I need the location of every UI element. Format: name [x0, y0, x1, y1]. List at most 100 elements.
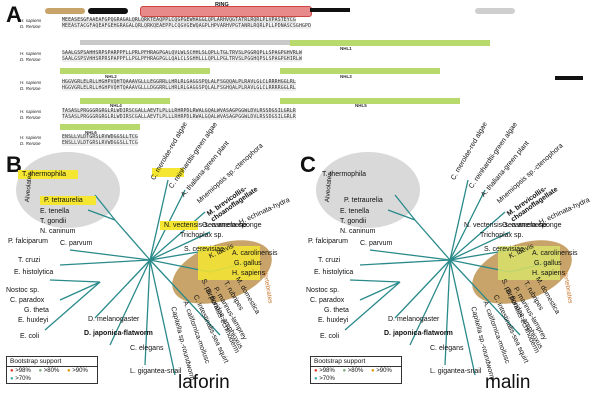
branch [59, 281, 101, 301]
taxon-label: O. carmela-sponge [502, 222, 562, 229]
tree-title-laforin: laforin [178, 372, 230, 393]
highlight-k-laevis [198, 246, 260, 280]
branch [449, 179, 469, 261]
taxon-label: T. gondii [40, 218, 67, 225]
branch [109, 259, 151, 346]
highlight-p-tetraurelia [40, 196, 96, 205]
species-label-1b: D. Rerüoe [20, 24, 41, 29]
branch [69, 249, 151, 261]
branch [149, 179, 169, 261]
alignment-panel: RING H. sapiens D. Rerüoe MEEASESGFAAEAF… [20, 2, 595, 147]
branch [349, 279, 401, 283]
alveolates-region [316, 152, 420, 228]
taxon-label: E. coli [20, 333, 40, 340]
taxon-label: E. coli [320, 333, 340, 340]
grey-bar-1 [475, 8, 515, 14]
nhl5-bar [280, 98, 460, 104]
taxon-label: N. vectensis-sea anemone [164, 222, 247, 229]
nhl6-label: NHL6 [85, 130, 97, 135]
alignment-row-3: H. sapiens D. Rerüoe HGGVGRLELRLLHGHPVQH… [20, 79, 595, 104]
taxon-label: O. carmela-sponge [202, 222, 262, 229]
branch [359, 281, 401, 301]
tree-b-taxa: Alveolates Vertebrates T. thermophila P.… [0, 121, 300, 402]
legend-title: Bootstrap support [311, 357, 401, 367]
taxon-label: E. tenella [40, 208, 70, 215]
taxon-label: A. carolinensis [232, 250, 278, 257]
tree-branches [344, 179, 551, 376]
legend-item-80: ● >80% [38, 368, 60, 374]
sequence-5a: ENSLLVLDTGRSLRVWDGGSLLTCG [62, 135, 138, 140]
alignment-row-5: H. sapiens D. Rerüoe ENSLLVLDTGRSLRVWDGG… [20, 134, 595, 148]
branch [359, 259, 451, 266]
taxon-label: T. cruzi [318, 257, 341, 264]
tree-branches [44, 179, 251, 376]
legend-item-90: ● >90% [66, 368, 88, 374]
taxon-label: D. japonica-flatworm [84, 330, 153, 337]
bootstrap-legend-b: Bootstrap support ● >98% ● >80% ● >90% ●… [6, 356, 98, 384]
sequence-2b: SAALGSPSVHHSRPRSPAPPFLLPGLPFHRAGPGLLQALC… [62, 57, 302, 62]
taxon-label: G. gallus [534, 260, 562, 267]
taxon-label: H. sapiens [532, 270, 566, 277]
branch [344, 281, 401, 331]
taxon-label: P. tetraurelia [344, 197, 383, 204]
taxon-label: T. gondii [340, 218, 367, 225]
taxon-label: T. thermophila [322, 171, 366, 178]
sequence-5b: ENSLLVLDTGRSLRVWDGGSLLTCG [62, 141, 138, 146]
branch [444, 259, 451, 366]
taxon-label: E. histolytica [14, 269, 54, 276]
nhl1-label: NHL1 [340, 46, 352, 51]
species-label-3a: H. sapiens [20, 80, 42, 85]
species-label-2b: D. Rerüoe [20, 57, 41, 62]
legend-title: Bootstrap support [7, 357, 97, 367]
species-label-4a: H. sapiens [20, 109, 42, 114]
branch [94, 259, 151, 319]
branch [44, 281, 101, 331]
ring-label: RING [215, 2, 229, 8]
branch [144, 259, 151, 366]
nhl6-bar [60, 124, 140, 130]
sequence-1a: MEEASESGFAAEAFGPQGRAGALQRLQRKTEAQPPLCQGP… [62, 18, 296, 23]
highlight-n-vectensis [160, 221, 198, 230]
taxon-label: T. cruzi [18, 257, 41, 264]
taxon-label: C. elegans [130, 345, 164, 352]
nhl1-bar [290, 40, 490, 46]
sequence-3a: HGGVGRLELRLLHGHPVQHTQAAAVGLLLEGGRRLLHRLR… [62, 80, 296, 85]
taxon-label: E. huxleyi [18, 317, 49, 324]
taxon-label: N. vectensis-sea anemone [464, 222, 547, 229]
highlight-c-merolae [152, 168, 184, 177]
species-label-5a: H. sapiens [20, 135, 42, 140]
legend-item-70: ● >70% [314, 376, 335, 382]
tree-c-taxa: Alveolates Vertebrates T. thermophila P.… [300, 121, 600, 402]
taxon-label: P. tetraurelia [44, 197, 83, 204]
branch [394, 259, 451, 319]
taxon-label: D. japonica-flatworm [384, 330, 453, 337]
branch [449, 211, 506, 261]
panel-label-b: B [6, 152, 22, 177]
alignment-row-1: H. sapiens D. Rerüoe MEEASESGFAAEAFGPQGR… [20, 17, 595, 42]
branch [449, 231, 511, 261]
nhl4-bar [80, 98, 170, 104]
taxon-label: C. elegans [430, 345, 464, 352]
taxon-label: A. carolinensis [532, 250, 578, 257]
tree-laforin [16, 152, 272, 376]
nhl5-label: NHL5 [355, 103, 367, 108]
taxon-label: G. theta [24, 307, 49, 314]
taxon-label: D. melanogaster [388, 316, 440, 323]
legend-item-70: ● >70% [10, 376, 31, 382]
nhl4-label: NHL4 [110, 103, 122, 108]
branch [149, 231, 211, 261]
species-label-5b: D. Rerüoe [20, 141, 41, 146]
taxon-label: N. caninum [40, 228, 76, 235]
legend-item-98: ● >98% [10, 368, 31, 374]
taxon-label: E. huxleyi [318, 317, 349, 324]
panel-label-a: A [6, 2, 22, 27]
legend-item-80: ● >80% [342, 368, 364, 374]
taxon-label: G. theta [324, 307, 349, 314]
branch [369, 249, 451, 261]
taxon-label: H. sapiens [232, 270, 266, 277]
sequence-4b: TASASLPRGGGRGRGLRLWDIRSCGALLAEVTLPLLLRHR… [62, 115, 296, 120]
branch [449, 259, 521, 336]
taxon-label: C. parvum [360, 240, 393, 247]
species-label-3b: D. Rerüoe [20, 86, 41, 91]
branch [59, 259, 151, 266]
